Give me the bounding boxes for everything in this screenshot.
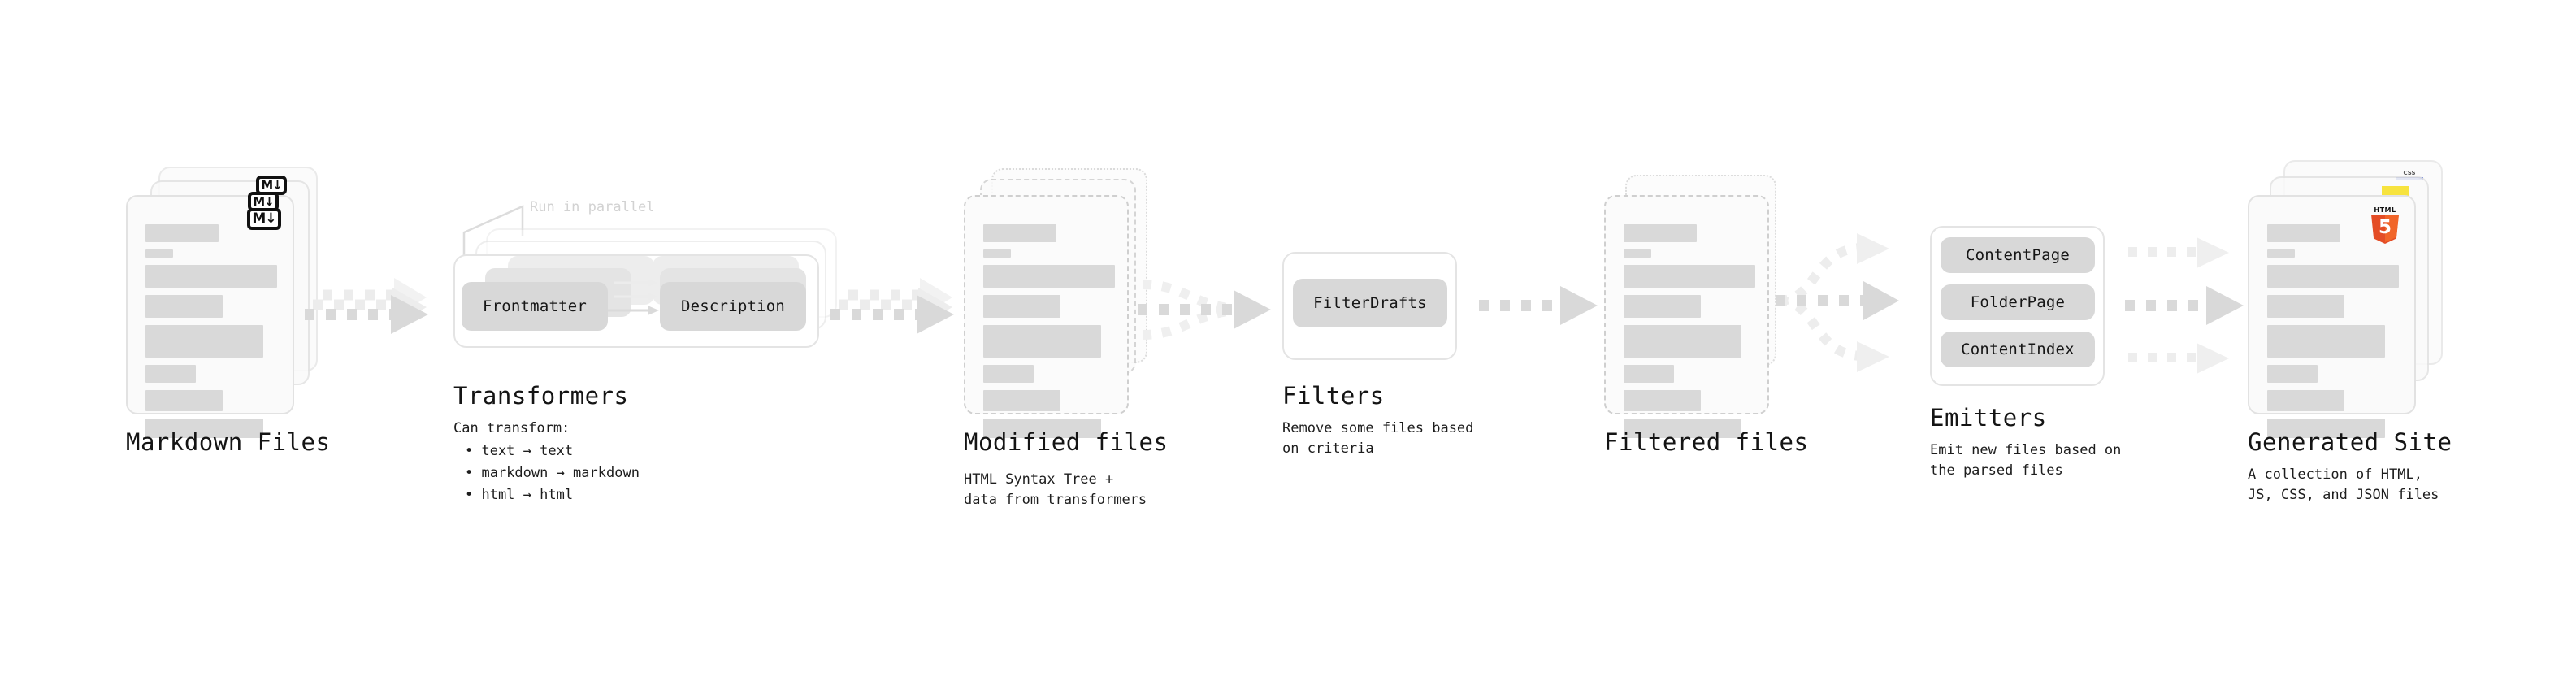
file-content-lines bbox=[145, 224, 278, 445]
emitter-pill-contentindex[interactable]: ContentIndex bbox=[1941, 332, 2095, 367]
modified-files-title: Modified files bbox=[964, 428, 1169, 456]
generated-site-title: Generated Site bbox=[2248, 428, 2452, 456]
arrow-markdown-to-transformers bbox=[305, 278, 428, 334]
html5-badge-icon: HTML 5 bbox=[2369, 206, 2401, 244]
markdown-files-title: Markdown Files bbox=[126, 428, 331, 456]
run-in-parallel-bracket bbox=[462, 205, 524, 255]
transformers-subtitle: Can transform: bbox=[453, 420, 570, 436]
emitters-subtitle: Emit new files based on the parsed files bbox=[1930, 442, 2122, 479]
transformers-bullet-0: • text → text bbox=[465, 443, 574, 459]
transformer-pill-frontmatter[interactable]: Frontmatter bbox=[462, 282, 608, 331]
transformers-bullet-1: • markdown → markdown bbox=[465, 465, 640, 481]
filters-title: Filters bbox=[1282, 382, 1385, 410]
filtered-files-title: Filtered files bbox=[1604, 428, 1809, 456]
emitter-pill-contentpage[interactable]: ContentPage bbox=[1941, 237, 2095, 273]
filtered-file-card-front bbox=[1604, 195, 1769, 438]
file-content-lines bbox=[2267, 224, 2400, 445]
arrow-filtered-to-emitters bbox=[1776, 233, 1899, 372]
arrow-filters-to-filtered bbox=[1479, 286, 1598, 325]
transformer-pill-description[interactable]: Description bbox=[660, 282, 806, 331]
markdown-file-card-front: M↓ bbox=[126, 195, 294, 438]
transformers-title: Transformers bbox=[453, 382, 629, 410]
emitter-pill-folderpage[interactable]: FolderPage bbox=[1941, 284, 2095, 320]
transformers-bullet-2: • html → html bbox=[465, 487, 574, 503]
modified-files-subtitle: HTML Syntax Tree + data from transformer… bbox=[964, 471, 1147, 508]
filters-subtitle: Remove some files based on criteria bbox=[1282, 420, 1474, 457]
arrow-modified-to-filters bbox=[1138, 280, 1271, 340]
emitters-title: Emitters bbox=[1930, 404, 2047, 432]
arrow-emitters-to-site bbox=[2125, 237, 2244, 374]
markdown-badge-icon-back: M↓ bbox=[256, 176, 287, 195]
arrow-transformers-to-modified bbox=[830, 278, 954, 334]
generated-site-subtitle: A collection of HTML, JS, CSS, and JSON … bbox=[2248, 466, 2439, 503]
site-file-card-front: HTML 5 bbox=[2248, 195, 2416, 438]
file-content-lines bbox=[983, 224, 1115, 445]
filter-pill-filterdrafts[interactable]: FilterDrafts bbox=[1293, 279, 1447, 327]
transformer-inner-arrows bbox=[604, 279, 659, 315]
file-content-lines bbox=[1624, 224, 1755, 445]
modified-file-card-front bbox=[964, 195, 1129, 438]
run-in-parallel-label: Run in parallel bbox=[530, 199, 655, 215]
